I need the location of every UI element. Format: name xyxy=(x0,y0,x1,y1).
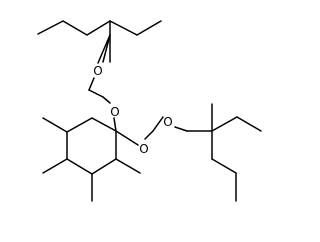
bond xyxy=(113,117,117,132)
bond xyxy=(42,158,68,174)
bond xyxy=(109,20,138,36)
bond xyxy=(152,116,164,132)
bond xyxy=(115,130,139,146)
oxygen-atom-label: O xyxy=(139,142,148,156)
bond xyxy=(144,130,154,140)
bond xyxy=(91,117,117,132)
bond xyxy=(42,117,68,133)
bond xyxy=(91,158,117,175)
oxygen-atom-label: O xyxy=(93,64,102,78)
bond xyxy=(115,158,141,174)
bond xyxy=(66,117,93,133)
bond xyxy=(102,34,111,63)
bond xyxy=(86,20,111,36)
bond xyxy=(211,158,237,174)
oxygen-atom-label: O xyxy=(110,105,119,119)
bond xyxy=(88,89,104,98)
bond xyxy=(37,20,64,35)
bond xyxy=(88,77,95,91)
molecule-canvas: O O O O xyxy=(37,20,262,202)
upper-peroxy-substituent xyxy=(37,20,162,132)
bond xyxy=(66,158,93,175)
bond xyxy=(102,96,111,104)
bond xyxy=(136,20,162,36)
bond xyxy=(97,34,111,64)
bond xyxy=(174,126,188,132)
bond xyxy=(62,20,88,36)
bond xyxy=(211,116,238,132)
molecule-structure: O O O O xyxy=(37,20,262,202)
oxygen-atom-label: O xyxy=(163,115,172,129)
lower-peroxy-substituent xyxy=(115,103,262,202)
cyclohexane-ring xyxy=(42,117,141,202)
bond xyxy=(236,116,262,132)
